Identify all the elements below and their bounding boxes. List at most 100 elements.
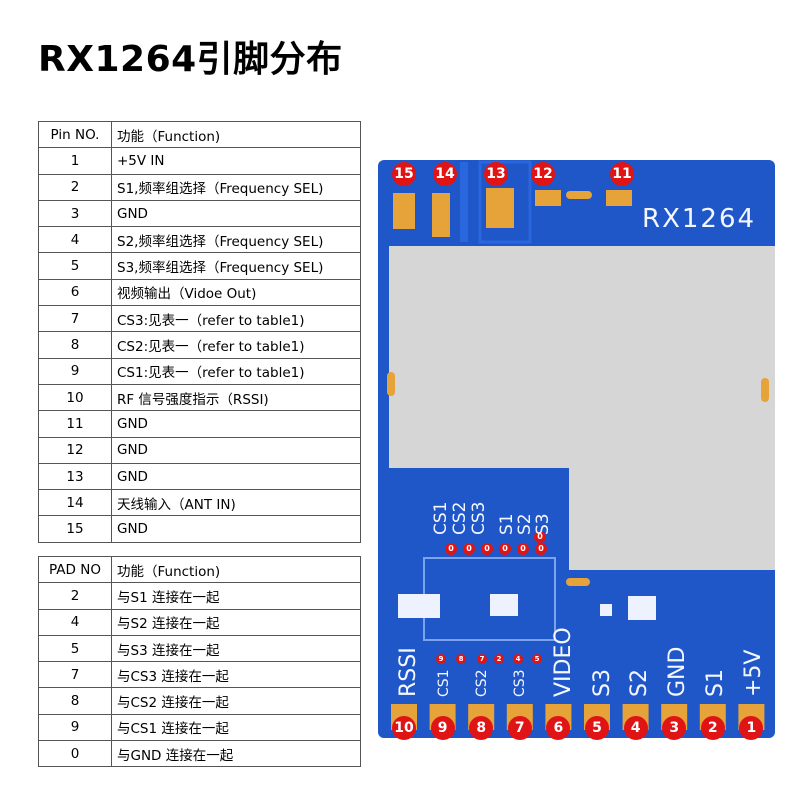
antenna-frame	[478, 160, 532, 244]
bottom-pin-marker-2: 2	[700, 716, 725, 740]
silk-block-2	[490, 594, 518, 616]
bottom-pin-marker-4: 4	[623, 716, 648, 740]
config-label-cs1: CS1	[431, 501, 451, 535]
pad-table-cell-number: 0	[38, 740, 112, 768]
silk-block-3	[628, 596, 656, 620]
bottom-pin-marker-10: 10	[392, 716, 416, 740]
bottom-pin-marker-7: 7	[507, 716, 532, 740]
pin-table-cell-function: CS3:见表一（refer to table1)	[111, 305, 361, 333]
bottom-pin-marker-6: 6	[546, 716, 571, 740]
top-pad-14	[432, 193, 450, 237]
model-label: RX1264	[642, 204, 757, 234]
pad-table-cell-number: PAD NO	[38, 555, 112, 584]
pin-table-cell-function: 视频输出（Vidoe Out)	[111, 278, 361, 307]
top-pad-11	[606, 190, 632, 206]
pin-table-cell-number: 12	[38, 436, 112, 464]
bottom-pin-marker-8: 8	[469, 716, 494, 740]
pin-table-cell-number: 15	[38, 515, 112, 543]
pin-table-cell-number: Pin NO.	[38, 120, 112, 149]
pad-table-cell-function: 与S2 连接在一起	[111, 608, 361, 636]
silk-block-1	[398, 594, 440, 618]
pad-table-cell-function: 与S1 连接在一起	[111, 582, 361, 610]
pin-table-cell-function: RF 信号强度指示（RSSI)	[111, 383, 361, 412]
config-label-cs2: CS2	[450, 501, 470, 535]
pad-table-cell-number: 8	[38, 687, 112, 715]
pin-table-cell-function: S1,频率组选择（Frequency SEL)	[111, 173, 361, 201]
config-label-cs3: CS3	[469, 501, 489, 535]
right-oval-slot	[761, 378, 769, 402]
bottom-label-plus-5v: +5V	[741, 649, 766, 697]
antenna-trace	[460, 162, 468, 242]
pin-table-cell-function: CS1:见表一（refer to table1)	[111, 357, 361, 385]
config-lower-pad-8: 8	[456, 654, 466, 664]
pin-table-cell-number: 6	[38, 278, 112, 307]
mid-oval-slot	[566, 578, 590, 586]
top-pin-marker-13: 13	[484, 162, 508, 186]
shield-can-right	[569, 460, 775, 570]
top-pad-13	[486, 188, 514, 228]
bottom-label-s3: S3	[590, 669, 615, 697]
page-title: RX1264引脚分布	[38, 39, 343, 80]
pin-table-cell-number: 14	[38, 489, 112, 517]
pin-table-cell-number: 3	[38, 199, 112, 228]
bottom-pin-marker-9: 9	[430, 716, 455, 740]
config-lower-pad-5: 5	[532, 654, 542, 664]
pin-table-cell-number: 1	[38, 147, 112, 175]
bottom-label-video: VIDEO	[551, 627, 576, 697]
bottom-label-s1: S1	[703, 669, 728, 697]
pin-table-cell-number: 5	[38, 252, 112, 280]
pad-table-cell-function: 与GND 连接在一起	[111, 740, 361, 768]
bottom-pin-marker-1: 1	[739, 716, 764, 740]
pin-table-cell-number: 7	[38, 305, 112, 333]
config-upper-pad-6: 0	[535, 543, 547, 555]
bottom-label-cs3: CS3	[512, 669, 528, 697]
pin-table-cell-function: 天线输入（ANT IN)	[111, 489, 361, 517]
pin-table-row: 1+5V IN	[38, 147, 361, 175]
config-lower-pad-2: 2	[494, 654, 504, 664]
config-label-s1: S1	[497, 513, 517, 535]
left-oval-slot	[387, 372, 395, 396]
pin-table-cell-function: +5V IN	[111, 147, 361, 175]
config-upper-pad-5: 0	[517, 543, 529, 555]
top-pin-marker-14: 14	[433, 162, 457, 186]
top-pin-marker-11: 11	[610, 162, 634, 186]
pin-table-cell-function: GND	[111, 515, 361, 543]
pin-table-cell-function: CS2:见表一（refer to table1)	[111, 331, 361, 359]
bottom-label-gnd: GND	[665, 646, 690, 697]
pad-table-cell-number: 7	[38, 661, 112, 689]
config-corner-pad: 0	[534, 531, 546, 543]
config-upper-pad-1: 0	[445, 543, 457, 555]
pin-table-cell-number: 9	[38, 357, 112, 385]
bottom-label-s2: S2	[627, 669, 652, 697]
pin-table-cell-function: GND	[111, 410, 361, 438]
config-upper-pad-4: 0	[499, 543, 511, 555]
config-label-s2: S2	[515, 513, 535, 535]
config-upper-pad-3: 0	[481, 543, 493, 555]
silk-block-4	[600, 604, 612, 616]
pin-table-cell-function: GND	[111, 199, 361, 228]
bottom-label-cs1: CS1	[436, 669, 452, 697]
bottom-pin-marker-3: 3	[662, 716, 687, 740]
pin-table-header-row: Pin NO.功能（Function)	[38, 120, 361, 149]
bottom-label-cs2: CS2	[474, 669, 490, 697]
pad-table-cell-number: 9	[38, 713, 112, 742]
config-lower-pad-7: 7	[477, 654, 487, 664]
top-pin-marker-12: 12	[531, 162, 555, 186]
config-lower-pad-9: 9	[436, 654, 446, 664]
